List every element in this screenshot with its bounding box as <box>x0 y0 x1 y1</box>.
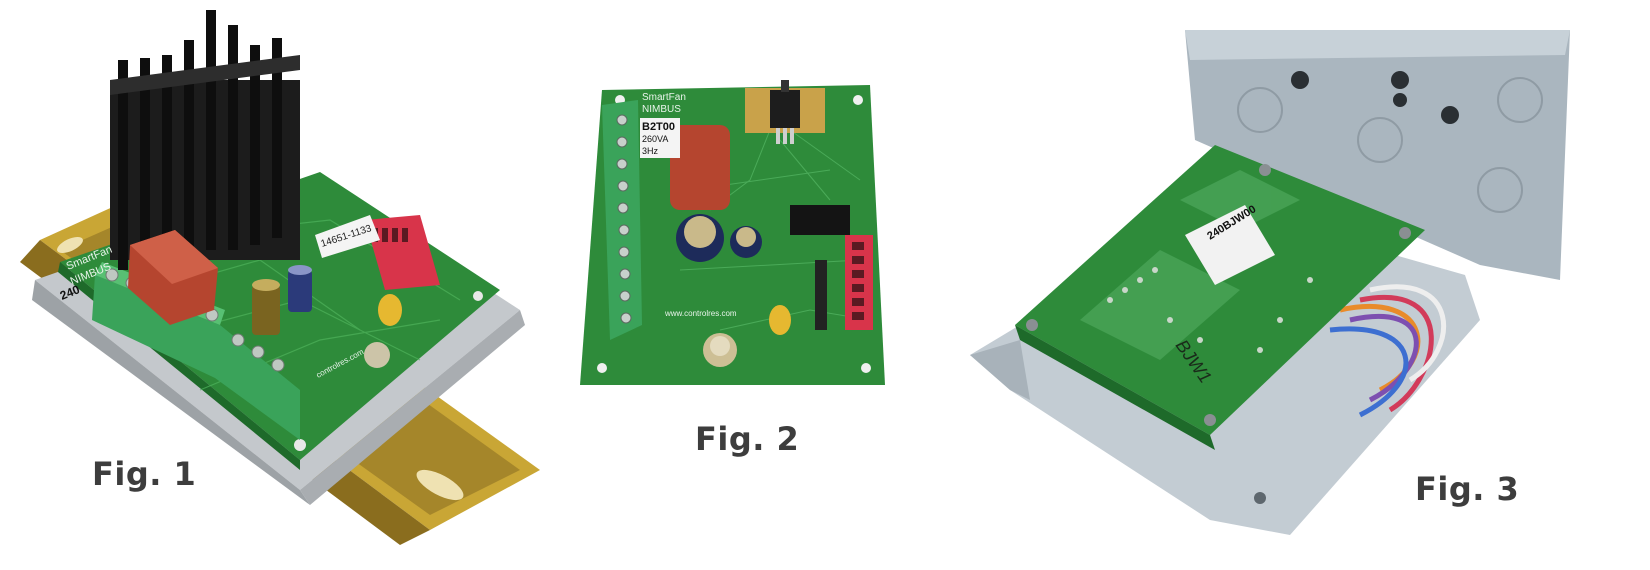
triac <box>770 80 800 144</box>
figure-1-photo: 14651-1133 SmartFan NIMBUS 240 controlre… <box>20 10 540 545</box>
part-label <box>640 118 680 158</box>
ceramic-capacitor <box>769 305 791 335</box>
brand-silkscreen: SmartFan <box>642 92 686 103</box>
website-silkscreen: www.controlres.com <box>664 309 737 318</box>
header-pins <box>815 260 827 330</box>
frequency-text: 3Hz <box>642 146 659 156</box>
junction-box <box>1185 30 1570 280</box>
electrolytic-capacitors <box>676 214 762 367</box>
figure-1-caption: Fig. 1 <box>92 455 197 493</box>
terminal-block <box>602 100 642 340</box>
electrolytic-capacitors <box>252 265 390 368</box>
part-number: B2T00 <box>642 121 675 133</box>
figure-2-caption: Fig. 2 <box>695 420 800 458</box>
rating-text: 260VA <box>642 134 668 144</box>
ic-chip <box>790 205 850 235</box>
film-capacitor <box>670 125 730 210</box>
figure-3-photo: 240BJW00 BJW1 <box>970 30 1570 535</box>
dip-switch <box>845 235 873 330</box>
heatsink <box>110 10 300 270</box>
pcb <box>1015 145 1425 450</box>
model-silkscreen: NIMBUS <box>642 104 681 115</box>
figure-2-photo: SmartFan NIMBUS B2T00 260VA 3Hz www.cont… <box>580 80 885 385</box>
wire-harness <box>1329 284 1447 418</box>
film-capacitor <box>128 230 218 325</box>
figure-3-caption: Fig. 3 <box>1415 470 1520 508</box>
ceramic-capacitor <box>378 294 402 326</box>
